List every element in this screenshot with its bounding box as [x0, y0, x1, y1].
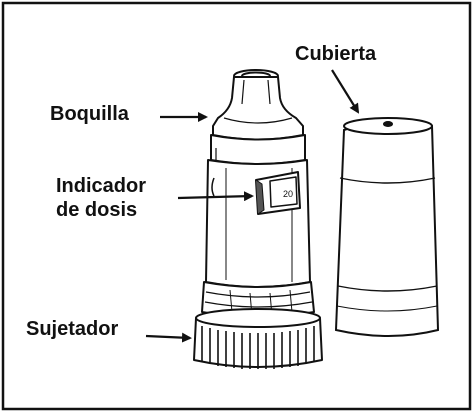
dose-indicator-label-line1: Indicador [56, 175, 146, 197]
svg-text:20: 20 [283, 189, 293, 199]
grip-ridges [201, 326, 315, 369]
grip-label: Sujetador [26, 318, 118, 340]
cover-arrow [331, 69, 360, 114]
dose-indicator-arrow [177, 191, 254, 202]
grip-arrow [145, 332, 192, 343]
dose-indicator-label-line2: de dosis [56, 199, 137, 221]
mouthpiece-label: Boquilla [50, 103, 130, 125]
cover-label: Cubierta [295, 43, 377, 65]
upper-collar [210, 134, 306, 165]
inhaler-device: 20 [193, 69, 323, 369]
inhaler-cover [334, 117, 440, 337]
